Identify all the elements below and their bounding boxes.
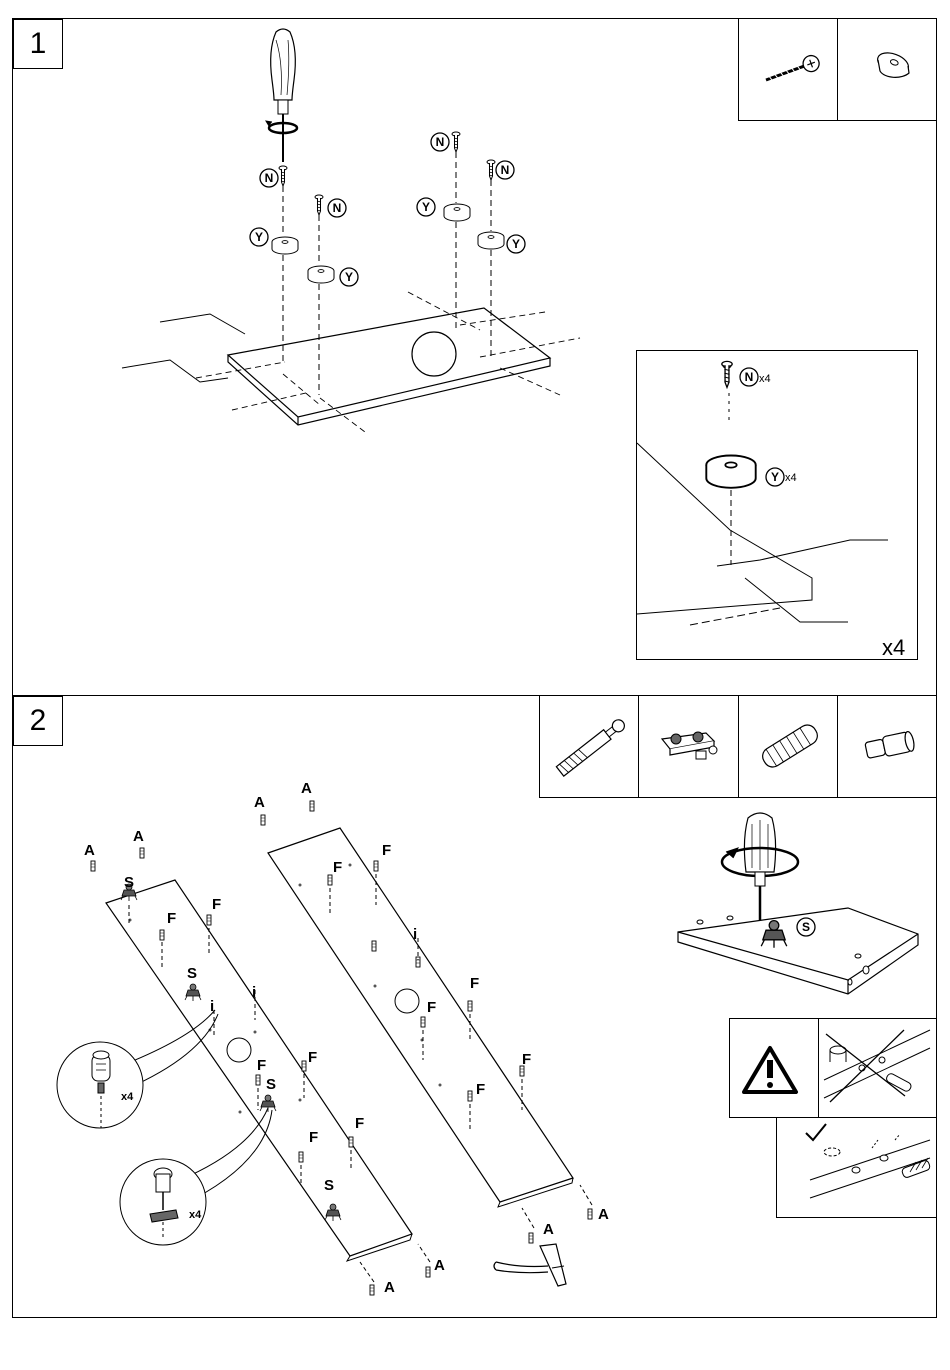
screwdriver-detail: S (678, 813, 918, 994)
badge-y: Y (512, 237, 520, 251)
badge-n: N (265, 171, 274, 185)
label-f: F (470, 975, 479, 992)
label-s: S (124, 874, 134, 891)
qty-n: x4 (759, 373, 771, 385)
label-f: F (427, 999, 436, 1016)
label-s: S (324, 1177, 334, 1194)
qty-y: x4 (785, 472, 797, 484)
label-a: A (598, 1206, 609, 1223)
label-a: A (133, 828, 144, 845)
label-i: i (210, 998, 214, 1015)
badge-n: N (501, 163, 510, 177)
hammer-icon (494, 1244, 566, 1286)
badge-s: S (802, 920, 810, 934)
step2-parts-box (540, 696, 937, 798)
step1-detail-inset: N x4 Y x4 x4 (637, 351, 918, 661)
detail-circle-cam-bolt: x4 (57, 1042, 143, 1128)
badge-y: Y (255, 230, 263, 244)
board-top (122, 292, 580, 432)
label-f: F (167, 910, 176, 927)
label-s: S (266, 1076, 276, 1093)
label-f: F (257, 1057, 266, 1074)
label-a: A (301, 780, 312, 797)
step1-parts-box (739, 19, 937, 121)
screwdriver-icon (266, 29, 297, 162)
label-f: F (212, 896, 221, 913)
label-a: A (254, 794, 265, 811)
label-s: S (187, 965, 197, 982)
label-f: F (382, 842, 391, 859)
detail-circle-cam-lock: x4 (120, 1159, 206, 1245)
label-a: A (384, 1279, 395, 1296)
step1-badges: N N N N Y Y Y Y (250, 133, 525, 286)
badge-n: N (333, 201, 342, 215)
label-f: F (522, 1051, 531, 1068)
label-a: A (434, 1257, 445, 1274)
badge-y: Y (345, 270, 353, 284)
badge-y: Y (422, 200, 430, 214)
label-f: F (309, 1129, 318, 1146)
step-number: 1 (13, 19, 63, 69)
repeat-qty: x4 (882, 635, 905, 660)
label-i: i (413, 926, 417, 943)
correct-box (777, 1118, 937, 1218)
label-f: F (333, 859, 342, 876)
detail-qty: x4 (189, 1209, 202, 1221)
warning-box (730, 1019, 937, 1118)
label-a: A (543, 1221, 554, 1238)
label-a: A (84, 842, 95, 859)
label-f: F (476, 1081, 485, 1098)
badge-n: N (436, 135, 445, 149)
badge-y: Y (771, 470, 779, 484)
label-f: F (308, 1049, 317, 1066)
detail-qty: x4 (121, 1091, 134, 1103)
badge-n: N (745, 370, 754, 384)
step-number: 2 (13, 696, 63, 746)
label-f: F (355, 1115, 364, 1132)
label-i: i (252, 984, 256, 1001)
